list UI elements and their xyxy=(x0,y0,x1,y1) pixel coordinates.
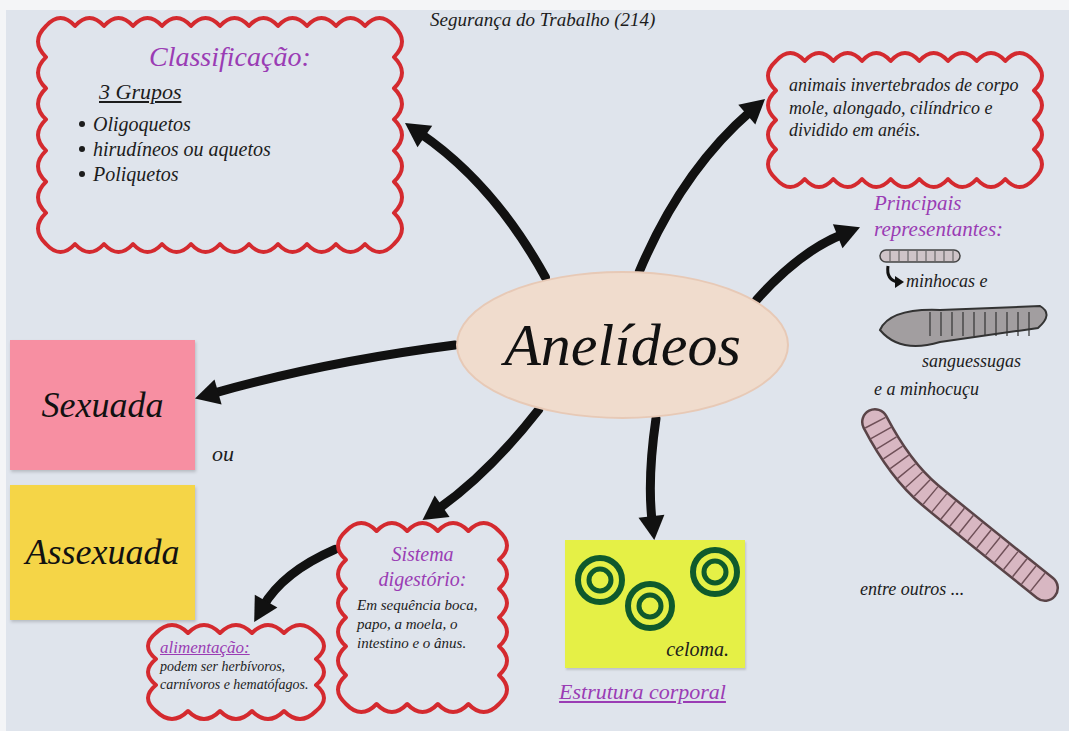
arrow-head xyxy=(738,99,765,125)
arrow-head xyxy=(833,224,860,248)
worm-ring xyxy=(953,251,954,261)
worm-ring xyxy=(935,251,936,261)
sticky-note-yellow: Assexuada xyxy=(10,485,195,620)
cloud-body: Em sequência boca, papo, a moela, o inte… xyxy=(357,596,488,652)
thick-arrow xyxy=(650,419,656,523)
worm-ring xyxy=(917,251,918,261)
group-item: Oligoquetos xyxy=(93,112,191,137)
topic-ellipse xyxy=(457,272,788,418)
arrow-head xyxy=(639,515,665,540)
giant-earthworm-outline xyxy=(875,422,1045,588)
giant-earthworm-body xyxy=(875,422,1045,588)
species-name: e a minhocuçu xyxy=(874,378,979,401)
pointer-arrow-head xyxy=(895,276,904,288)
bullet-dot xyxy=(79,121,85,127)
arrow-head xyxy=(195,379,222,404)
definition-text: animais invertebrados de corpo mole, alo… xyxy=(789,74,1021,142)
arrow-head xyxy=(254,595,277,622)
cloud-body: podem ser herbívoros, carnívoros e hemat… xyxy=(160,658,312,693)
thick-arrow xyxy=(639,111,751,272)
bullet-row: hirudíneos ou aquetos xyxy=(79,137,381,162)
group-item: Poliquetos xyxy=(93,162,179,187)
leech-drawing xyxy=(880,306,1047,346)
species-name: sanguessugas xyxy=(922,350,1021,373)
cloud-heading: Classificação: xyxy=(149,39,381,74)
bullet-dot xyxy=(79,146,85,152)
worm-ring xyxy=(890,251,891,261)
body-structure-group: celoma. Estrutura corporal xyxy=(525,540,760,720)
topic-title: Anelídeos xyxy=(504,308,741,383)
digestive-cloud: Sistema digestório:Em sequência boca, pa… xyxy=(335,520,510,715)
thick-arrow xyxy=(437,410,539,510)
worm-ring xyxy=(944,251,945,261)
species-name: entre outros ... xyxy=(860,578,964,601)
reproduction-type: Sexuada xyxy=(42,383,164,428)
earthworm-drawing xyxy=(880,250,960,262)
section-heading: Estrutura corporal xyxy=(525,678,760,706)
feeding-cloud: alimentação:podem ser herbívoros, carnív… xyxy=(145,622,327,722)
classification-cloud: Classificação: 3 GruposOligoquetoshirudín… xyxy=(35,15,405,255)
cloud-border xyxy=(338,523,507,712)
leech-ring xyxy=(951,312,952,336)
ring-outer xyxy=(628,584,672,628)
sticky-note-pink: Sexuada xyxy=(10,340,195,470)
sticky-note: celoma. xyxy=(565,540,745,668)
representatives-group: Principais representantes: minhocas e sang… xyxy=(860,190,1065,605)
cloud-border xyxy=(768,53,1042,187)
leech-ring xyxy=(962,312,963,336)
cloud-heading: Sistema digestório: xyxy=(357,542,488,592)
arrow-head xyxy=(405,123,432,147)
thick-arrow xyxy=(420,133,546,277)
worm-ring xyxy=(908,251,909,261)
leech-ring xyxy=(1017,312,1018,336)
ring-inner xyxy=(589,569,611,591)
ring-outer xyxy=(693,550,737,594)
leech-ring xyxy=(984,312,985,336)
leech-ring xyxy=(1006,312,1007,336)
cloud-border xyxy=(38,18,402,252)
bullet-row: Poliquetos xyxy=(79,162,381,187)
bullet-dot xyxy=(79,171,85,177)
ring-inner xyxy=(639,595,661,617)
group-item: hirudíneos ou aquetos xyxy=(93,137,271,162)
sticky-text: celoma. xyxy=(666,637,729,662)
ring-inner xyxy=(704,561,726,583)
cloud-border xyxy=(148,625,324,719)
group-heading: Principais representantes: xyxy=(874,190,1064,243)
thick-arrow xyxy=(212,345,455,394)
thick-arrow xyxy=(757,234,844,300)
worm-ring xyxy=(926,251,927,261)
leech-ring xyxy=(1028,312,1029,336)
leech-ring xyxy=(940,312,941,336)
arrow-head xyxy=(423,496,450,520)
bullet-row: Oligoquetos xyxy=(79,112,381,137)
ring-outer xyxy=(578,558,622,602)
species-name: minhocas e xyxy=(906,270,987,293)
page-title: Segurança do Trabalho (214) xyxy=(430,8,655,32)
definition-cloud: animais invertebrados de corpo mole, alo… xyxy=(765,50,1045,190)
central-topic: Anelídeos xyxy=(455,270,790,420)
reproduction-type: Assexuada xyxy=(26,530,180,575)
group-count: 3 Grupos xyxy=(99,78,381,106)
cloud-heading: alimentação: xyxy=(160,637,312,658)
worm-ring xyxy=(899,251,900,261)
leech-ring xyxy=(929,312,930,336)
connector-word: ou xyxy=(212,440,234,468)
thick-arrow xyxy=(263,549,335,606)
giant-earthworm-rings xyxy=(875,422,1045,588)
leech-ring xyxy=(973,312,974,336)
leech-ring xyxy=(995,312,996,336)
